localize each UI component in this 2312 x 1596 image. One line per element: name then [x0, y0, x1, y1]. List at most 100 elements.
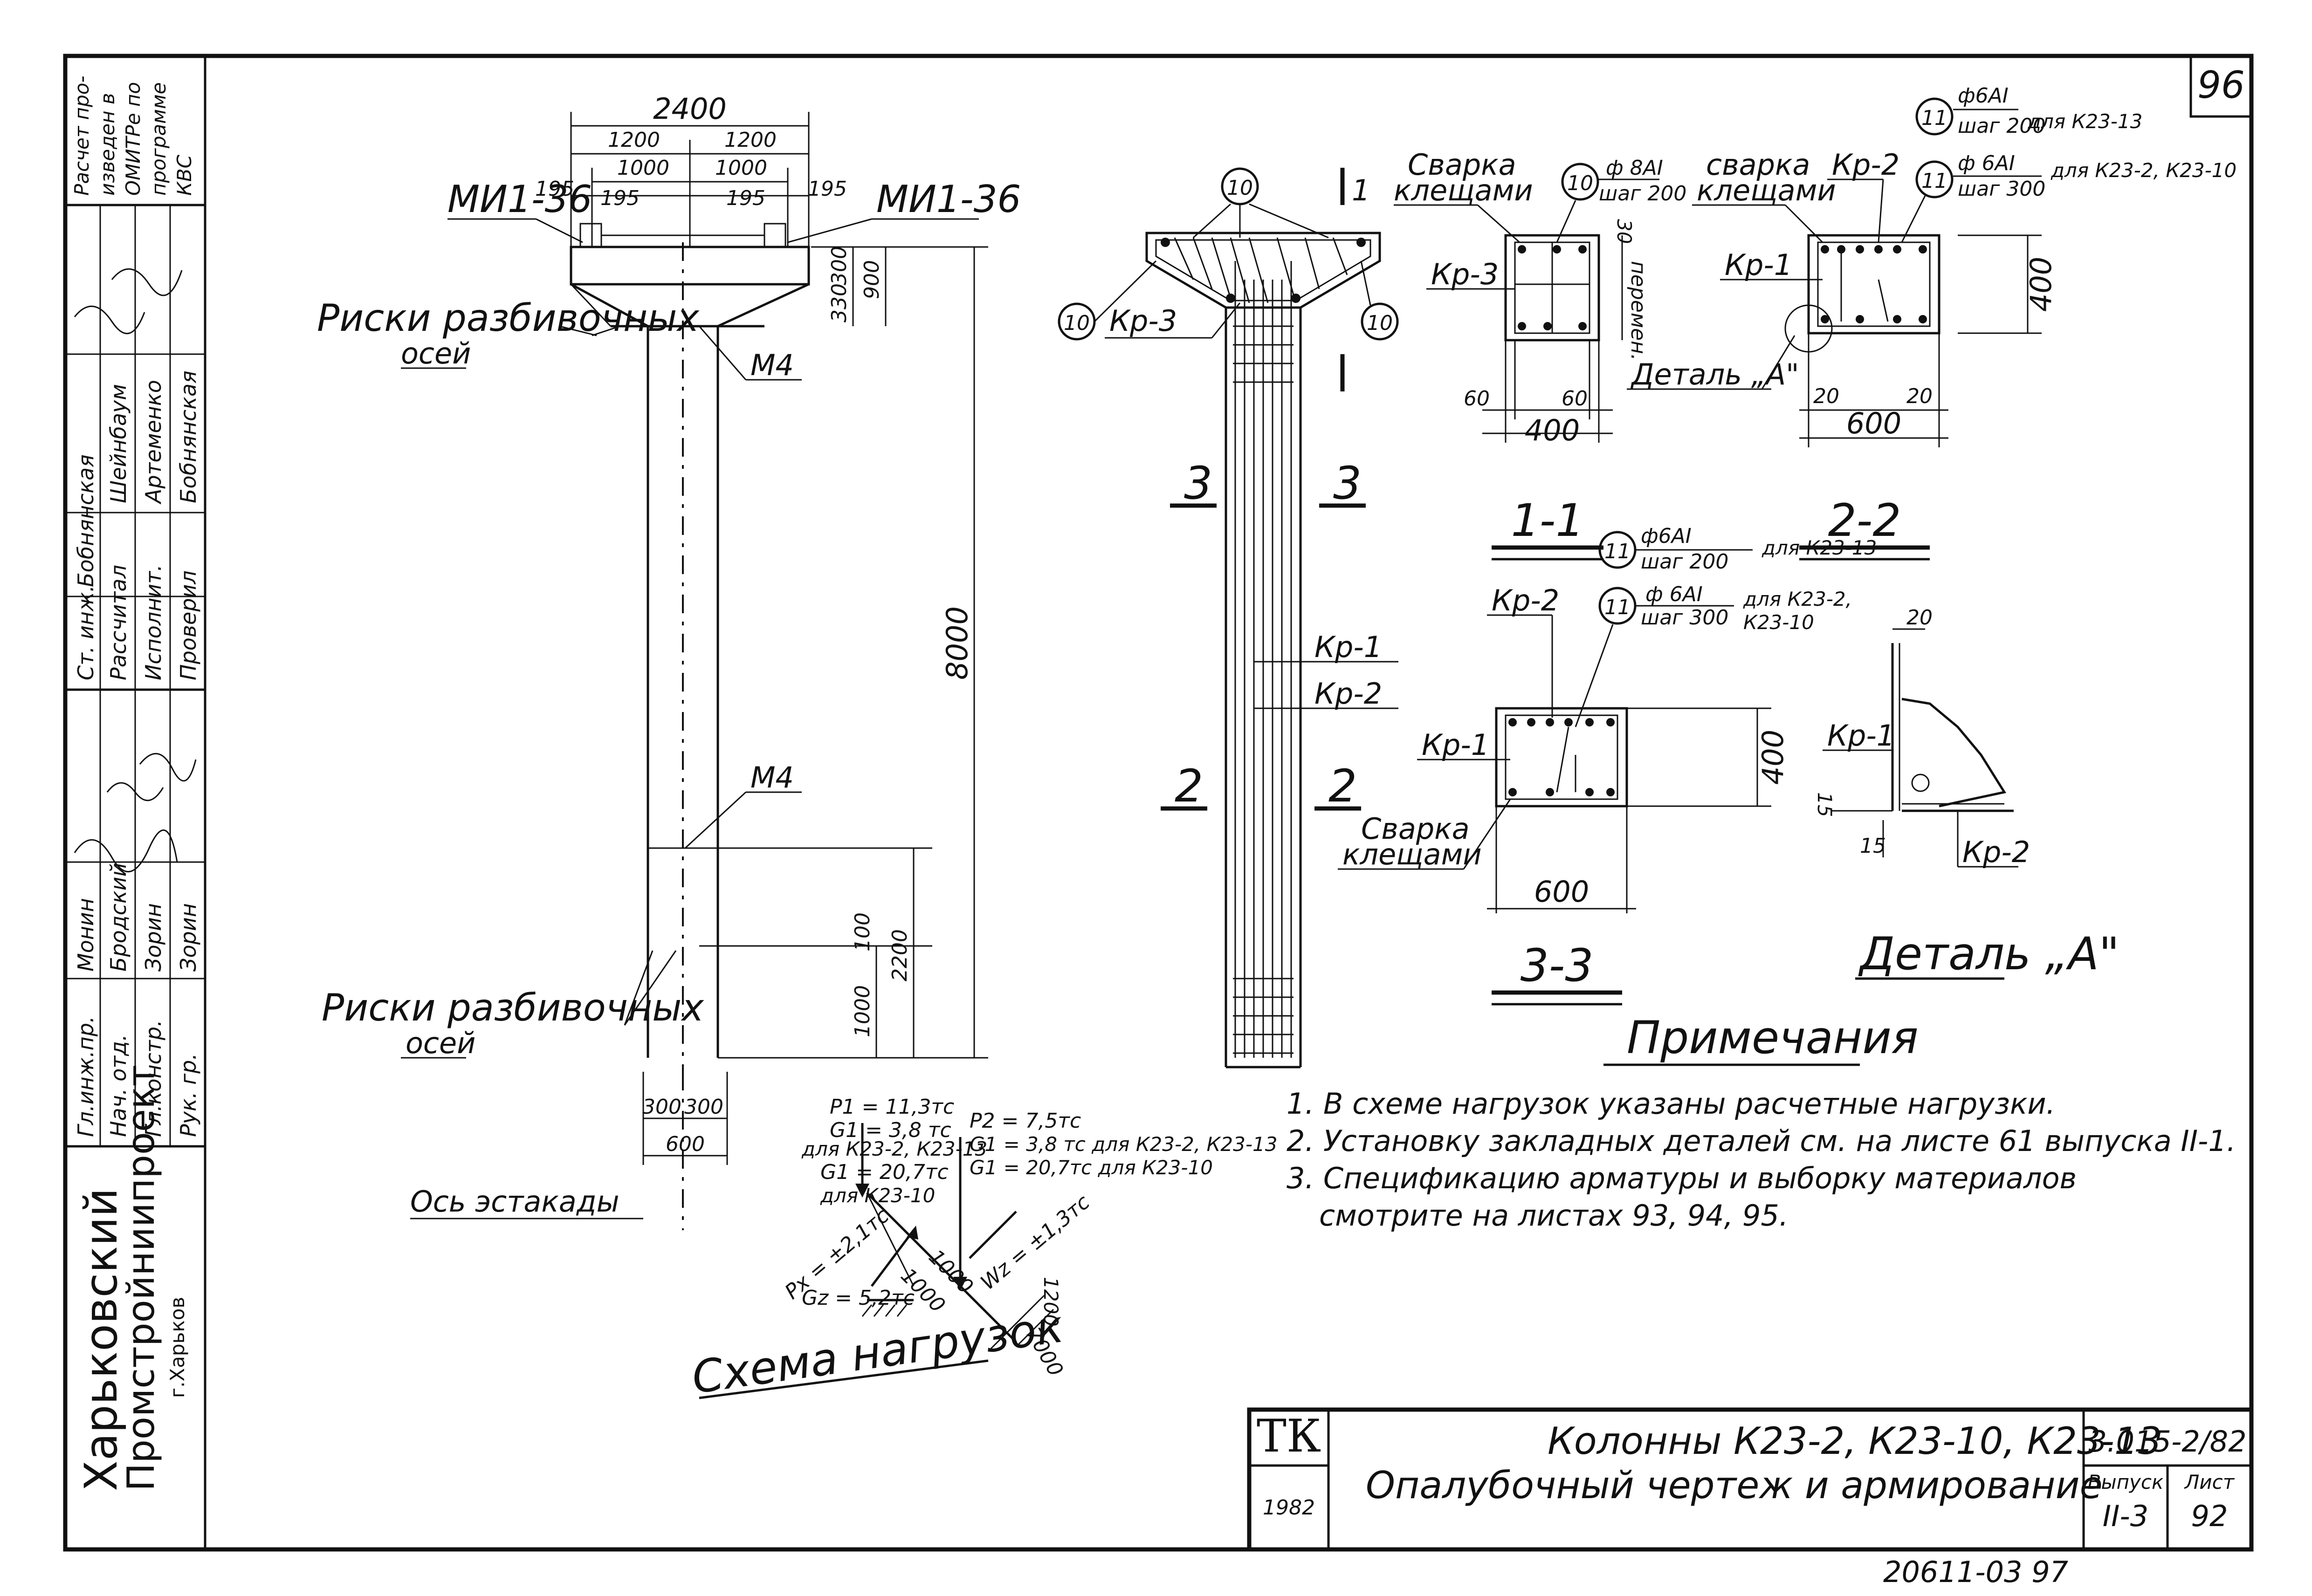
- s22-d20b: 20: [1906, 384, 1933, 408]
- s11-weld: Сварка: [1408, 148, 1516, 182]
- s33-d400: 400: [1756, 730, 1790, 785]
- s22-for-mid: для К23-2, К23-10: [2051, 159, 2236, 182]
- stamp-name-2: Бродский: [106, 863, 131, 972]
- detail-a: 20 Кр-1 15 15 Кр-2 Деталь „А": [1813, 606, 2119, 980]
- notes: Примечания 1. В схеме нагрузок указаны р…: [1287, 1012, 2236, 1233]
- s11-d60b: 60: [1562, 387, 1588, 411]
- svg-text:11: 11: [1921, 106, 1947, 130]
- stamp-strip: Харьковский Промстройниипроект г.Харьков…: [63, 56, 206, 1549]
- sheet-value: 92: [2191, 1499, 2228, 1533]
- dim-195-d: 195: [808, 177, 847, 201]
- org-line3: г.Харьков: [166, 1297, 189, 1398]
- s33-weld2: клещами: [1342, 837, 1482, 871]
- s22-label: 2-2: [1828, 494, 1901, 547]
- note-3a: 3. Спецификацию арматуры и выборку матер…: [1287, 1161, 2077, 1195]
- stamp-name-3: Зорин: [141, 903, 166, 972]
- load-g1-a-for: для К23-2, К23-13: [801, 1137, 987, 1160]
- s22-weld: сварка: [1706, 148, 1810, 182]
- sheet-number-top: 96: [2197, 63, 2245, 107]
- s11-detail: Деталь „А": [1630, 357, 1799, 391]
- cut-1-top: 1: [1352, 173, 1370, 207]
- load-wz: Wz = ±1,3тс: [976, 1190, 1094, 1295]
- dim-1000-right: 1000: [715, 156, 767, 180]
- s11-bubble: [1561, 163, 1599, 201]
- s33-bubble-b: [1598, 587, 1637, 625]
- s22-kr2: Кр-2: [1832, 148, 1899, 182]
- axis-marks-top-1: Риски разбивочных: [317, 296, 700, 340]
- mark-mi1-36-left: МИ1-36: [447, 178, 592, 221]
- dim-1000: 1000: [851, 985, 874, 1037]
- load-p1: P1 = 11,3тс: [830, 1095, 954, 1119]
- svg-text:10: 10: [1367, 311, 1393, 335]
- sheet-frame: [63, 54, 2254, 1552]
- s22-kr1: Кр-1: [1725, 248, 1792, 282]
- cut-2-right: 2: [1328, 760, 1357, 812]
- notes-title: Примечания: [1627, 1012, 1918, 1064]
- stamp-role-6: Рассчитал: [106, 565, 131, 680]
- detail-d15b: 15: [1860, 834, 1886, 858]
- signature: [74, 305, 145, 335]
- cut-3-left: 3: [1184, 457, 1212, 509]
- section-2-2: сварка клещами Кр-2 Кр-1 11 ф6АI шаг 200…: [1692, 84, 2236, 561]
- note-3b: смотрите на листах 93, 94, 95.: [1319, 1199, 1789, 1233]
- calc-note-2: изведен в: [96, 93, 119, 196]
- issue-value: II-3: [2103, 1499, 2148, 1533]
- s22-rebar-mid: ф 6АI: [1958, 151, 2015, 175]
- dim-900: 900: [860, 260, 884, 299]
- org-line1: Харьковский: [75, 1188, 127, 1491]
- dim-600: 600: [666, 1132, 705, 1156]
- stamp-name-8: Бобнянская: [176, 370, 201, 503]
- dim-1000-left: 1000: [617, 156, 669, 180]
- s11-rebar: ф 8АI: [1606, 156, 1663, 180]
- dim-300: 300: [827, 246, 851, 285]
- stamp-name-1: Монин: [73, 898, 98, 972]
- s22-d400: 400: [2024, 257, 2058, 312]
- org-line2: Промстройниипроект: [119, 1065, 163, 1491]
- s22-bubble-mid: [1915, 160, 1954, 199]
- note-2: 2. Установку закладных деталей см. на ли…: [1287, 1124, 2236, 1158]
- s22-d600: 600: [1846, 406, 1901, 440]
- dim-8000: 8000: [940, 606, 974, 680]
- sheet-title-2: Опалубочный чертеж и армирование: [1366, 1464, 2103, 1507]
- stamp-role-4: Рук. гр.: [176, 1053, 201, 1137]
- title-block: ТК 1982 Колонны К23-2, К23-10, К23-13 Оп…: [1247, 1407, 2254, 1552]
- stamp-name-4: Зорин: [176, 903, 201, 972]
- dim-195-a: 195: [535, 177, 574, 201]
- note-1: 1. В схеме нагрузок указаны расчетные на…: [1287, 1087, 2055, 1121]
- s33-step-a: шаг 200: [1641, 550, 1728, 574]
- dim-2400: 2400: [653, 92, 727, 126]
- s22-bubble-top: [1915, 97, 1954, 136]
- detail-d15a: 15: [1813, 792, 1836, 817]
- label-kr2: Кр-2: [1314, 677, 1382, 711]
- stamp-name-5: Бобнянская: [73, 454, 98, 587]
- sheet-label: Лист: [2184, 1471, 2235, 1493]
- embed-mi1-left: [579, 223, 602, 248]
- signature: [111, 268, 183, 296]
- s22-step-mid: шаг 300: [1958, 177, 2045, 201]
- s33-weld: Сварка: [1361, 812, 1470, 846]
- stamp-name-6: Шейнбаум: [106, 384, 131, 503]
- dim-300-right: 300: [684, 1095, 723, 1119]
- section-3-3: 11 ф6АI шаг 200 для К23-13 11 ф 6АI шаг …: [1338, 524, 1877, 1006]
- label-kr3: Кр-3: [1109, 304, 1177, 338]
- stamp-role-2: Нач. отд.: [106, 1034, 131, 1137]
- load-gz: Gz = 5,2тс: [802, 1286, 915, 1310]
- dim-1200-right: 1200: [724, 128, 777, 152]
- s33-for-a: для К23-13: [1762, 536, 1877, 559]
- bubble-10-right: [1361, 302, 1399, 341]
- signature: [106, 782, 164, 801]
- axis-marks-bottom-2: осей: [406, 1026, 475, 1060]
- dim-100: 100: [851, 912, 874, 952]
- s11-d60a: 60: [1464, 387, 1490, 411]
- signature: [139, 753, 197, 782]
- load-g1-a: G1 = 3,8 тс: [830, 1118, 951, 1142]
- label-kr1: Кр-1: [1314, 630, 1382, 664]
- load-g1-d: G1 = 20,7тс для К23-10: [970, 1156, 1213, 1179]
- svg-text:11: 11: [1604, 596, 1631, 619]
- s22-d20a: 20: [1813, 384, 1839, 408]
- sheet-number-box: [2189, 55, 2253, 118]
- stamp-role-3: Гл.констр.: [141, 1020, 166, 1137]
- sheet-title-1: Колонны К23-2, К23-10, К23-13: [1548, 1419, 2162, 1463]
- axis-marks-top-2: осей: [401, 336, 471, 370]
- s33-bubble-a: [1598, 531, 1637, 569]
